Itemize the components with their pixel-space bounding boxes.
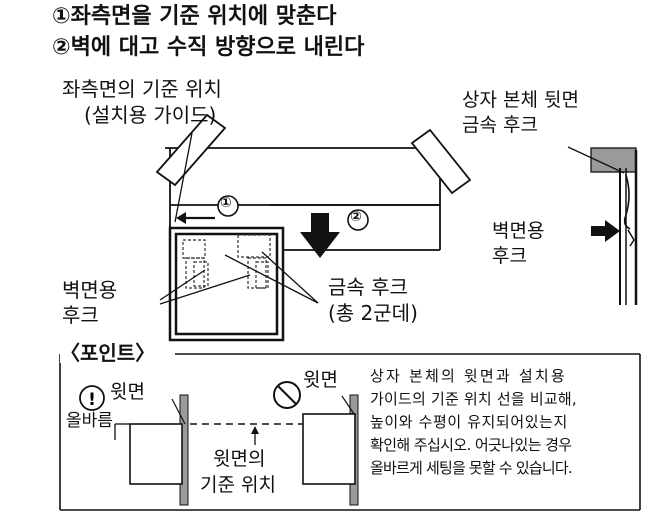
step1-heading: ①좌측면을 기준 위치에 맞춘다 — [52, 4, 337, 29]
point-description: 상자 본체의 윗면과 설치용 가이드의 기준 위치 선을 비교해, 높이와 수평… — [370, 365, 577, 480]
metal-hook-dashed — [182, 234, 271, 289]
metal-hook-label-1: 금속 후크 — [328, 275, 408, 299]
left-side-label-1: 좌측면의 기준 위치 — [62, 77, 222, 101]
point-title: 〈포인트〉 — [60, 343, 160, 363]
box-flap-right — [410, 128, 472, 195]
wall-hook-label-1: 벽면용 — [62, 278, 118, 302]
top-label-wrong: 윗면 — [303, 369, 338, 391]
back-hook-label-2: 금속 후크 — [462, 114, 538, 136]
wall-hook-right-label-2: 후크 — [492, 245, 527, 267]
side-view — [567, 146, 638, 305]
wall-hook-right-label-1: 벽면용 — [492, 220, 545, 242]
box-flap-left — [155, 113, 227, 187]
correct-label: 올바름 — [66, 411, 113, 431]
leader-lines — [159, 132, 319, 305]
point-desc-line-5: 올바르게 세팅을 못할 수 있습니다. — [370, 459, 573, 477]
arrow-1 — [176, 195, 239, 224]
reference-label-1: 윗면의 — [213, 448, 266, 470]
installation-guide — [168, 226, 285, 342]
left-side-label-2: (설치용 가이드) — [84, 103, 217, 127]
correct-example: ! — [79, 385, 189, 506]
arrow-2-label: ② — [350, 209, 362, 225]
point-desc-line-4: 확인해 주십시오. 어긋나있는 경우 — [370, 436, 572, 454]
ref-arrow — [251, 426, 259, 445]
reference-label-2: 기준 위치 — [200, 474, 276, 496]
point-box — [59, 353, 641, 511]
arrow-2 — [300, 213, 340, 258]
top-label-correct: 윗면 — [110, 381, 145, 403]
wrong-example — [273, 381, 359, 506]
wall-hook-label-2: 후크 — [62, 303, 99, 327]
point-desc-line-1: 상자 본체의 윗면과 설치용 — [370, 367, 567, 385]
arrow-1-label: ① — [220, 195, 232, 211]
point-desc-line-2: 가이드의 기준 위치 선을 비교해, — [370, 390, 577, 408]
exclamation-icon — [79, 385, 105, 411]
back-hook-label-1: 상자 본체 뒷면 — [462, 89, 579, 111]
svg-text:!: ! — [88, 390, 96, 410]
point-desc-line-3: 높이와 수평이 유지되어있는지 — [370, 413, 568, 431]
metal-hook-label-2: (총 2군데) — [328, 301, 418, 325]
box-body — [165, 147, 445, 206]
side-arrow — [591, 220, 620, 242]
prohibited-icon — [273, 381, 301, 409]
step2-heading: ②벽에 대고 수직 방향으로 내린다 — [52, 35, 365, 60]
arrow-2-badge — [347, 209, 369, 231]
